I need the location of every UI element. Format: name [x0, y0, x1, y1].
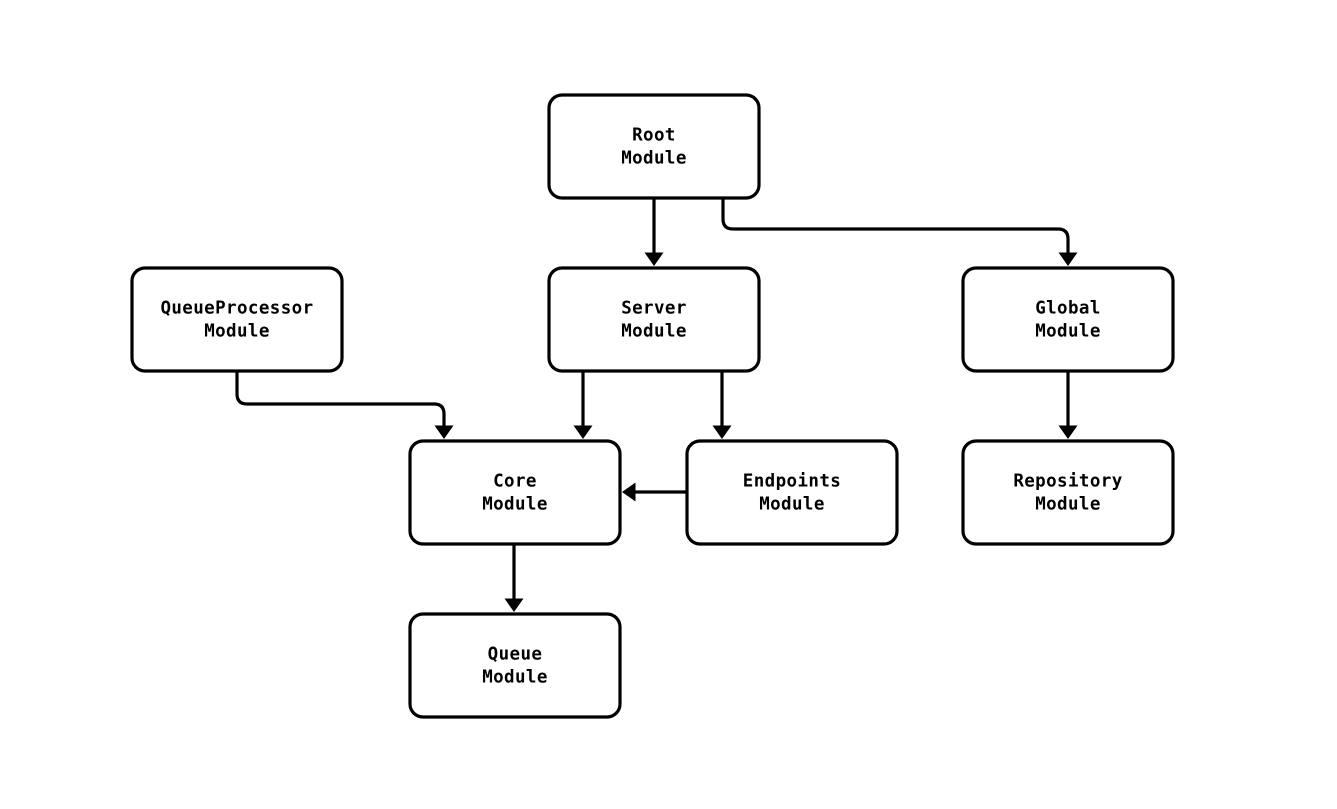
- node-box[interactable]: [961, 266, 1175, 373]
- arrowhead-icon: [1058, 252, 1078, 266]
- edge-line: [235, 371, 446, 428]
- arrowhead-icon: [622, 482, 636, 502]
- node-label-line2: Module: [621, 322, 687, 342]
- node-box[interactable]: [130, 266, 344, 373]
- arrowhead-icon: [434, 425, 454, 439]
- edge-server-to-endpoints: [712, 371, 732, 439]
- node-box[interactable]: [408, 612, 622, 719]
- edge-global-to-repository: [1058, 371, 1078, 439]
- edges-layer: [235, 198, 1078, 612]
- node-box[interactable]: [685, 439, 899, 546]
- node-label-line1: Endpoints: [743, 472, 841, 492]
- node-label-line1: Root: [632, 126, 676, 146]
- node-label-line2: Module: [621, 149, 687, 169]
- node-label-line2: Module: [204, 322, 270, 342]
- edge-root-to-server: [644, 198, 664, 266]
- node-label-line1: QueueProcessor: [160, 299, 313, 319]
- node-label-line1: Queue: [488, 645, 543, 665]
- node-label-line2: Module: [482, 668, 548, 688]
- node-box[interactable]: [547, 266, 761, 373]
- node-label-line1: Global: [1035, 299, 1101, 319]
- node-label-line1: Server: [621, 299, 687, 319]
- node-label-line2: Module: [759, 495, 825, 515]
- node-label-line2: Module: [1035, 495, 1101, 515]
- node-label-line2: Module: [1035, 322, 1101, 342]
- node-box[interactable]: [961, 439, 1175, 546]
- arrowhead-icon: [504, 598, 524, 612]
- arrowhead-icon: [1058, 425, 1078, 439]
- edge-endpoints-to-core: [622, 482, 687, 502]
- nodes-layer: RootModuleQueueProcessorModuleServerModu…: [130, 93, 1175, 719]
- node-label-line1: Repository: [1013, 472, 1122, 492]
- arrowhead-icon: [573, 425, 593, 439]
- node-box[interactable]: [547, 93, 761, 200]
- edge-queueprocessor-to-core: [235, 371, 454, 439]
- edge-root-to-global: [721, 198, 1078, 266]
- node-label-line2: Module: [482, 495, 548, 515]
- arrowhead-icon: [712, 425, 732, 439]
- edge-server-to-core: [573, 371, 593, 439]
- edge-core-to-queue: [504, 544, 524, 612]
- arrowhead-icon: [644, 252, 664, 266]
- node-label-line1: Core: [493, 472, 537, 492]
- node-box[interactable]: [408, 439, 622, 546]
- edge-line: [721, 198, 1070, 255]
